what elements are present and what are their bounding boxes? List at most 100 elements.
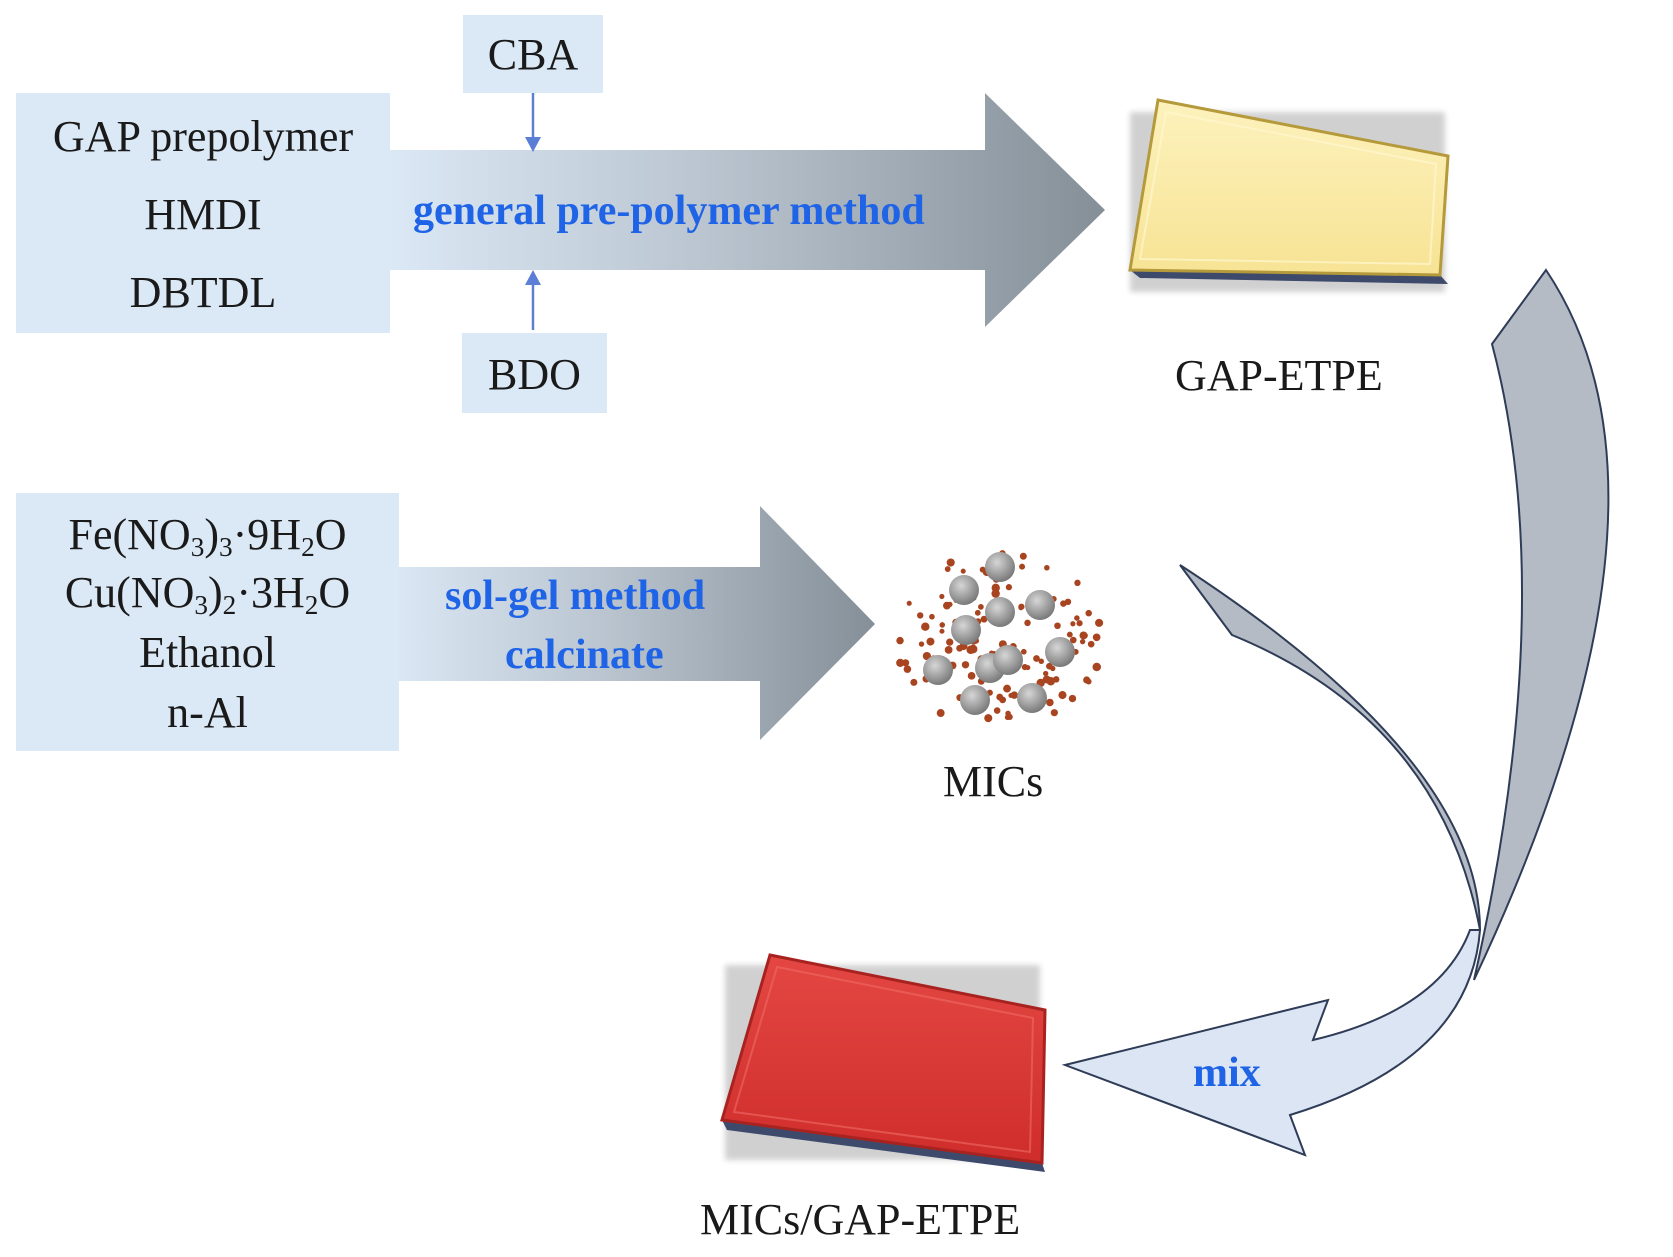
copper-particle (967, 672, 976, 680)
copper-particle (980, 615, 988, 623)
input-gap-prepolymer: GAP prepolymer (52, 112, 354, 161)
copper-particle (1066, 631, 1073, 638)
copper-particle (1020, 648, 1027, 655)
copper-particle (1058, 691, 1067, 700)
copper-particle (926, 637, 935, 646)
oxide-sphere (1025, 590, 1055, 620)
copper-particle (1092, 662, 1102, 672)
copper-particle (939, 622, 946, 628)
copper-particle (1003, 684, 1011, 693)
copper-particle (1050, 665, 1056, 672)
curved-arrow-right (1473, 268, 1610, 981)
copper-particle (1043, 670, 1049, 677)
copper-particle (1079, 638, 1086, 645)
copper-particle (1085, 609, 1092, 617)
copper-particle (918, 641, 925, 647)
copper-particle (1033, 655, 1040, 662)
copper-particle (991, 589, 1000, 598)
copper-particle (968, 644, 978, 654)
copper-particle (896, 658, 905, 667)
copper-particle (993, 707, 1001, 714)
copper-particle (1052, 676, 1060, 683)
copper-particle (944, 645, 953, 654)
sol-gel-label: sol-gel method (445, 573, 706, 619)
oxide-sphere (1045, 637, 1075, 667)
copper-particle (1042, 675, 1051, 684)
copper-particle (1064, 598, 1072, 606)
bdo-box: BDO (462, 333, 607, 413)
gap-etpe-label: GAP-ETPE (1175, 351, 1383, 400)
copper-particle (1019, 563, 1026, 570)
copper-particle (1054, 622, 1061, 630)
final-product-label: MICs/GAP-ETPE (700, 1195, 1021, 1244)
oxide-sphere (985, 552, 1015, 582)
copper-particle (1092, 633, 1101, 642)
copper-particle (903, 665, 912, 673)
oxide-sphere (960, 685, 990, 715)
bottom-input-box: Fe(NO3)3·9H2O Cu(NO3)2·3H2O Ethanol n-Al (16, 493, 399, 751)
copper-particle (1068, 694, 1077, 703)
input-n-al: n-Al (167, 688, 248, 737)
cba-box: CBA (463, 15, 603, 93)
copper-particle (1024, 619, 1031, 627)
copper-particle (1044, 564, 1050, 571)
copper-particle (944, 566, 951, 572)
copper-particle (1069, 636, 1077, 644)
copper-particle (961, 661, 970, 669)
oxide-sphere (1017, 683, 1047, 713)
copper-particle (1095, 618, 1104, 627)
input-iron-nitrate: Fe(NO3)3·9H2O (68, 510, 347, 562)
copper-particle (921, 622, 930, 631)
mics-label: MICs (943, 757, 1044, 806)
copper-particle (1087, 640, 1095, 648)
copper-particle (906, 600, 912, 606)
copper-particle (1085, 678, 1092, 685)
copper-particle (916, 612, 924, 619)
top-input-box: GAP prepolymer HMDI DBTDL (16, 93, 390, 333)
cba-label: CBA (487, 30, 579, 79)
copper-particle (960, 568, 966, 574)
oxide-sphere (993, 645, 1023, 675)
calcinate-label: calcinate (505, 632, 664, 678)
copper-particle (1008, 692, 1014, 698)
oxide-sphere (923, 655, 953, 685)
copper-particle (896, 636, 904, 645)
copper-particle (1018, 603, 1025, 610)
copper-particle (1019, 552, 1027, 560)
copper-particle (996, 693, 1004, 701)
bdo-label: BDO (488, 350, 581, 399)
copper-particle (939, 628, 945, 634)
mics-particle-cluster (896, 550, 1104, 723)
input-ethanol: Ethanol (139, 628, 276, 677)
bdo-connector-arrow (525, 270, 541, 330)
synthesis-arrow (390, 93, 1105, 327)
oxide-sphere (985, 597, 1015, 627)
copper-particle (1038, 658, 1045, 665)
mix-label: mix (1193, 1050, 1261, 1096)
copper-particle (978, 604, 984, 610)
input-hmdi: HMDI (144, 190, 262, 239)
copper-particle (974, 609, 981, 616)
copper-particle (946, 558, 955, 567)
copper-particle (1005, 584, 1013, 591)
copper-particle (1021, 664, 1029, 671)
copper-particle (1076, 620, 1083, 627)
copper-particle (910, 678, 918, 686)
curved-arrow-middle (1179, 564, 1481, 931)
copper-particle (929, 613, 935, 620)
copper-particle (936, 709, 945, 717)
mix-arrow (1061, 929, 1482, 1157)
copper-particle (956, 644, 963, 652)
input-copper-nitrate: Cu(NO3)2·3H2O (64, 568, 351, 620)
copper-particle (939, 593, 945, 600)
copper-particle (1046, 698, 1054, 707)
gap-etpe-block (1128, 98, 1450, 292)
copper-particle (1006, 713, 1013, 721)
top-process-label: general pre-polymer method (413, 188, 925, 234)
cba-connector-arrow (525, 92, 541, 152)
sol-gel-arrow (390, 506, 875, 740)
copper-particle (1074, 615, 1080, 621)
copper-particle (984, 714, 993, 723)
oxide-sphere (949, 575, 979, 605)
